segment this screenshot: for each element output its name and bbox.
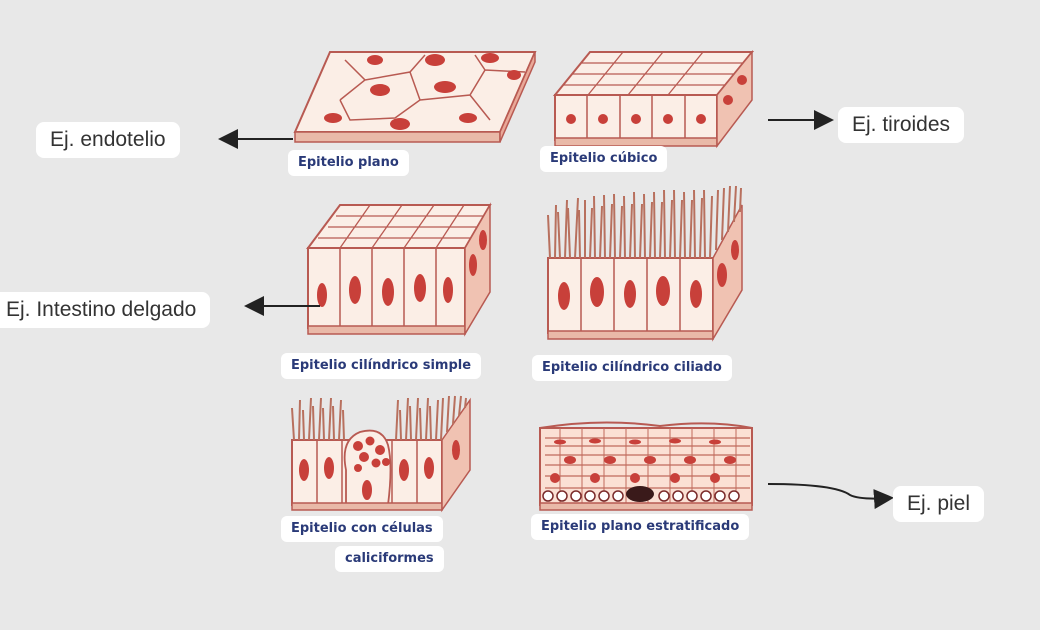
stratified-squamous-epithelium-illustration: [539, 421, 753, 511]
caption-epitelio-cilindrico-ciliado: Epitelio cilíndrico ciliado: [532, 355, 732, 381]
goblet-cilia: [291, 395, 467, 441]
caption-epitelio-cilindrico-simple: Epitelio cilíndrico simple: [281, 353, 482, 379]
simple-columnar-epithelium-illustration: [306, 202, 492, 337]
example-piel: Ej. piel: [893, 486, 985, 522]
cilia-tufts: [547, 185, 742, 259]
caption-epitelio-caliciformes-line2: caliciformes: [335, 546, 444, 572]
example-intestino-delgado: Ej. Intestino delgado: [0, 292, 211, 328]
example-endotelio: Ej. endotelio: [36, 122, 180, 158]
cuboidal-epithelium-illustration: [552, 49, 755, 149]
caption-epitelio-cubico: Epitelio cúbico: [540, 146, 668, 172]
caption-epitelio-caliciformes-line1: Epitelio con células: [281, 516, 443, 542]
caption-epitelio-plano: Epitelio plano: [288, 150, 409, 176]
squamous-epithelium-illustration: [293, 51, 537, 143]
example-tiroides: Ej. tiroides: [838, 107, 965, 143]
caption-epitelio-plano-estratificado: Epitelio plano estratificado: [531, 514, 750, 540]
goblet-cell-epithelium-illustration: [291, 395, 471, 513]
arrow-to-piel: [767, 483, 894, 510]
ciliated-columnar-epithelium-illustration: [547, 185, 743, 342]
basal-cell-row: [542, 490, 740, 502]
